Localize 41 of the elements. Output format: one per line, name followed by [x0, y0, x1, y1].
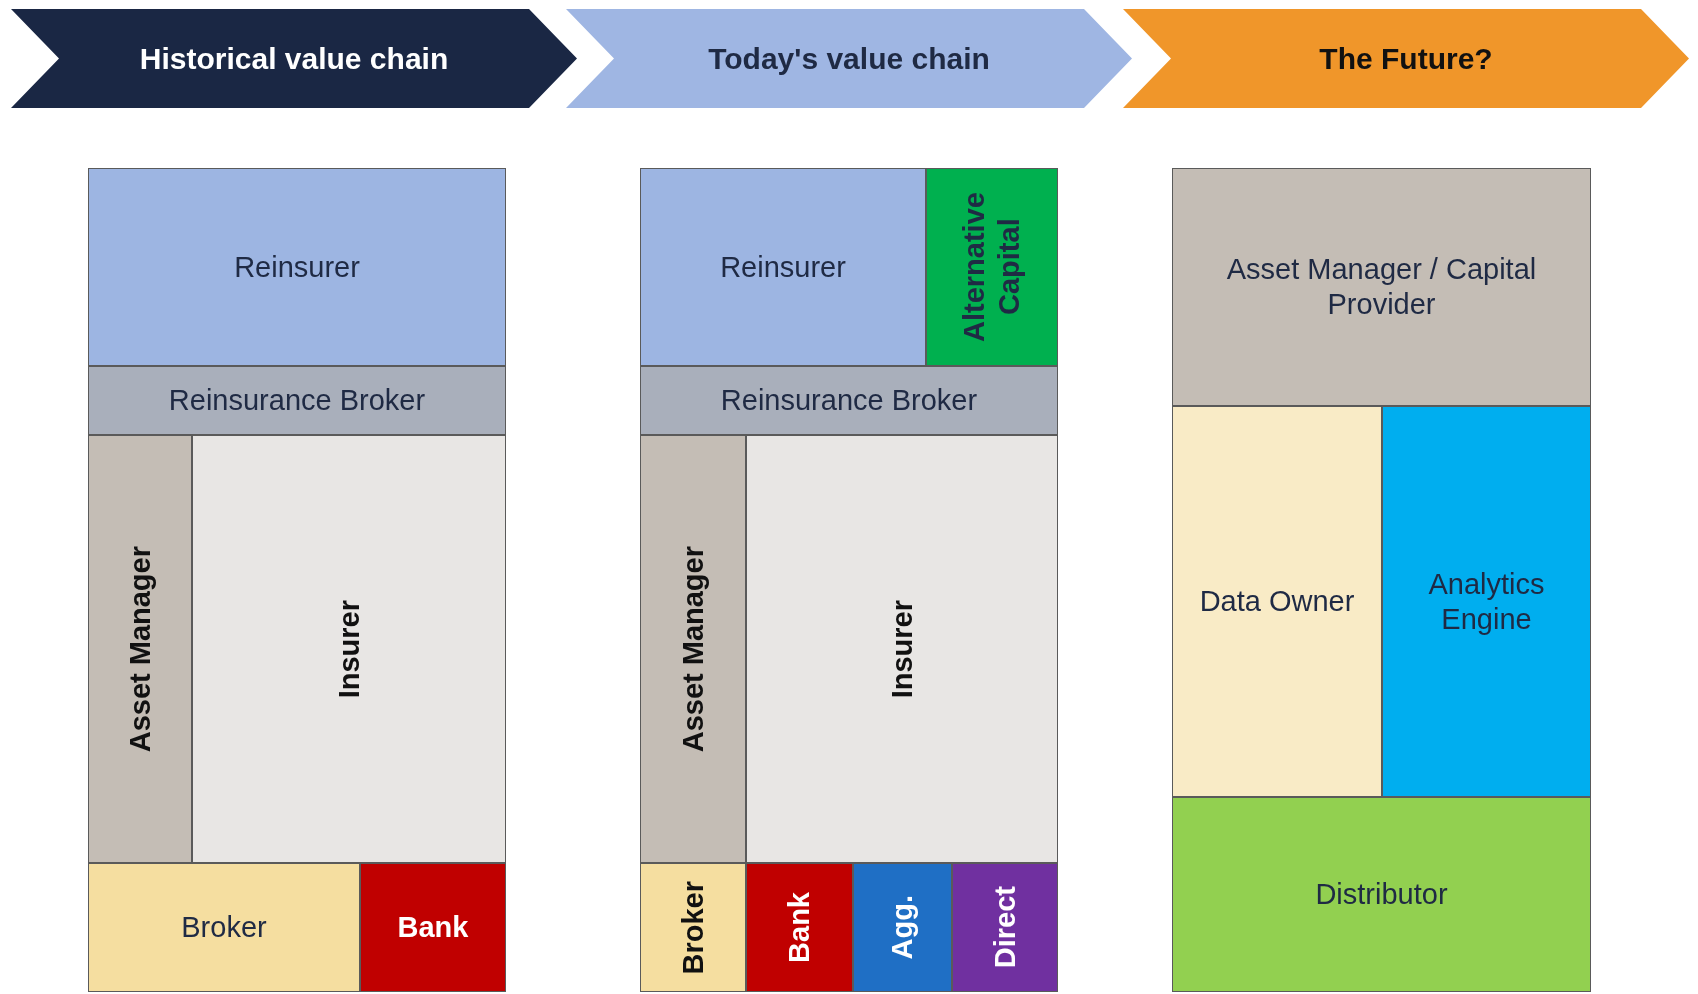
banner-title: Today's value chain [708, 41, 990, 76]
block-label: Asset Manager [675, 545, 710, 753]
block-label: Agg. [885, 895, 920, 960]
value-chain-block [640, 168, 926, 366]
value-chain-block [640, 366, 1058, 435]
block-label: Asset Manager / Capital Provider [1225, 252, 1538, 322]
block-label: Broker [675, 880, 710, 975]
block-label: Bank [396, 910, 470, 945]
value-chain-block [1382, 406, 1591, 797]
block-label: Direct [987, 886, 1022, 969]
value-chain-block [1172, 797, 1591, 992]
value-chain-block [853, 863, 952, 992]
value-chain-block [1172, 406, 1382, 797]
value-chain-block [746, 863, 853, 992]
block-label: Reinsurer [233, 249, 361, 285]
value-chain-block [88, 366, 506, 435]
banner-title: Historical value chain [139, 41, 449, 76]
block-label: Reinsurance Broker [167, 383, 427, 418]
value-chain-block [926, 168, 1058, 366]
block-label: Insurer [884, 599, 919, 699]
block-label: Distributor [1314, 877, 1449, 912]
value-chain-block [88, 863, 360, 992]
value-chain-block [88, 435, 192, 863]
block-label: Bank [782, 892, 817, 963]
value-chain-block [1172, 168, 1591, 406]
value-chain-block [640, 435, 746, 863]
value-chain-block [192, 435, 506, 863]
block-label: Insurer [331, 599, 366, 699]
value-chain-block [640, 863, 746, 992]
value-chain-block [360, 863, 506, 992]
block-label: Reinsurer [719, 249, 847, 285]
banner-title: The Future? [1319, 41, 1493, 76]
block-label: Data Owner [1198, 584, 1356, 619]
value-chain-block [746, 435, 1058, 863]
block-label: Asset Manager [122, 545, 157, 753]
value-chain-block [952, 863, 1058, 992]
block-label: Analytics Engine [1427, 566, 1546, 637]
value-chain-block [88, 168, 506, 366]
block-label: Broker [180, 910, 268, 945]
block-label: Reinsurance Broker [719, 383, 979, 418]
block-label: Alternative Capital [957, 191, 1026, 344]
